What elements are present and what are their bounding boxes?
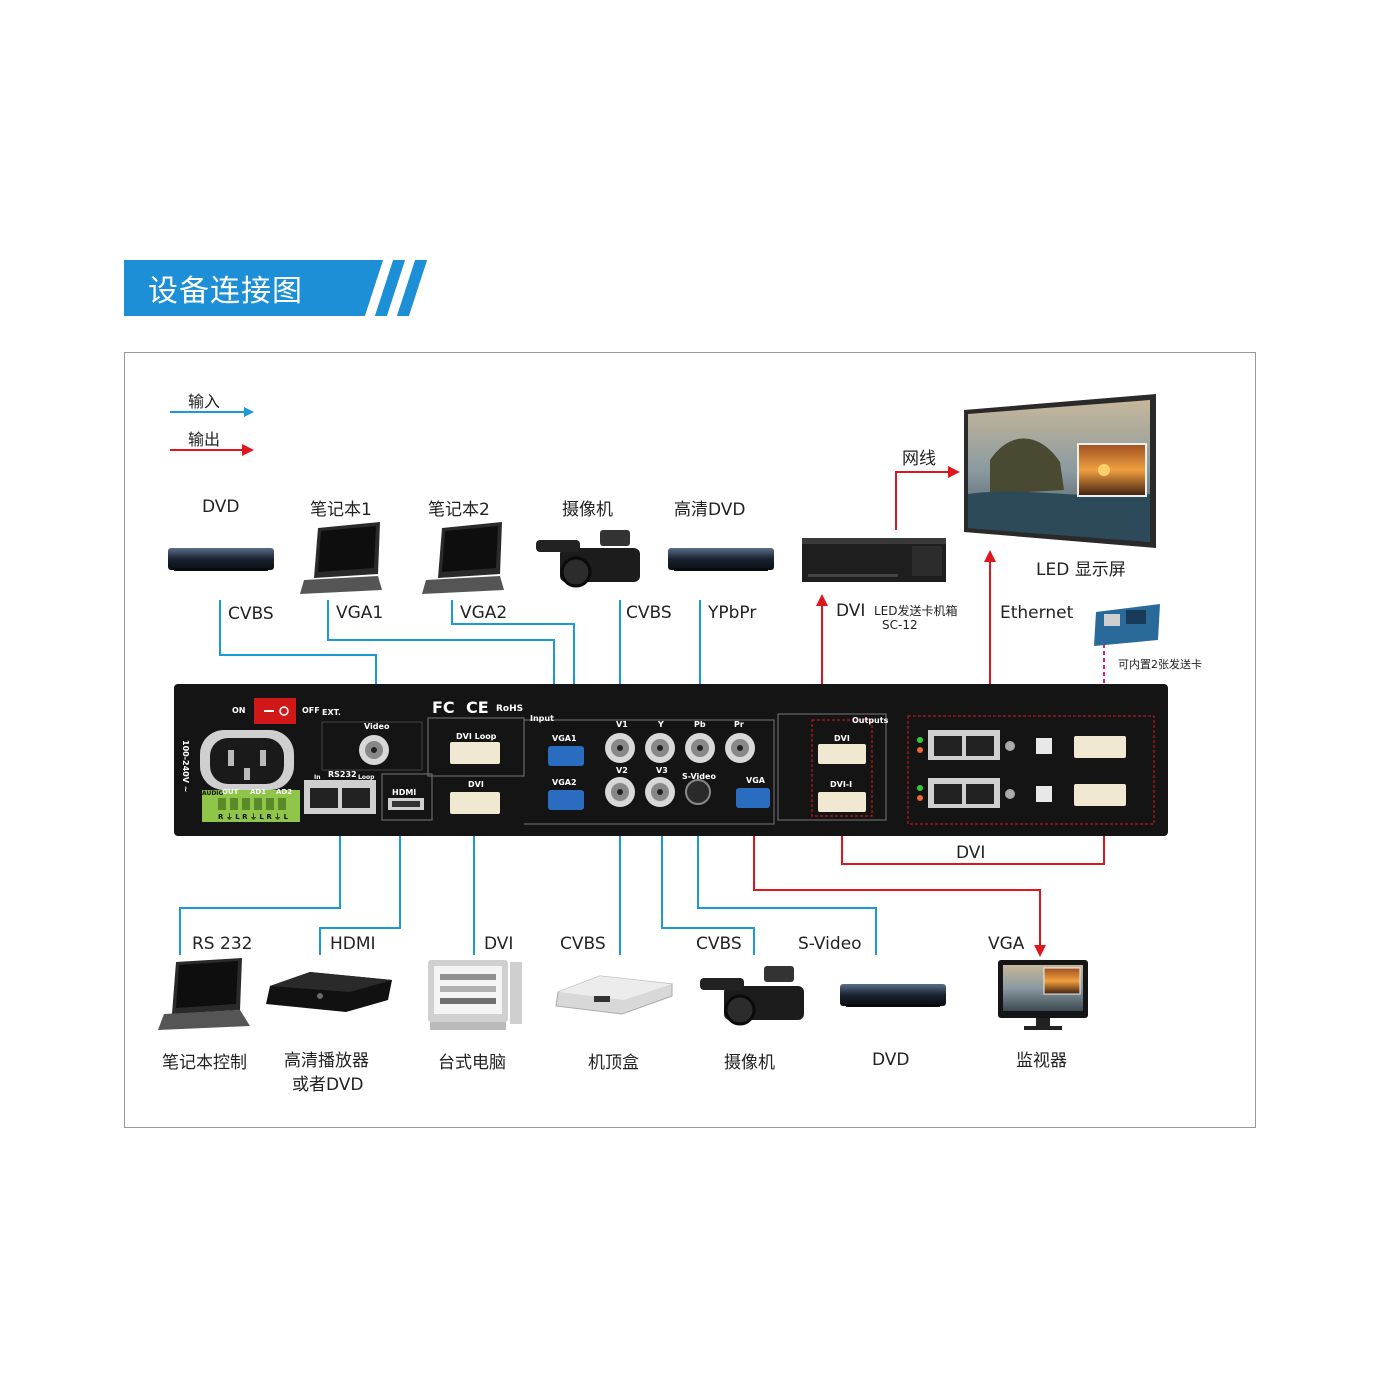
sender-card-icon [1094,604,1160,646]
panel-label-hdmi: HDMI [392,788,416,797]
laptop-icon [300,522,382,594]
dvi-in-port-icon [450,792,500,814]
sender-card-slot [917,730,1126,760]
legend-output-label: 输出 [188,426,220,450]
device-label-laptop2: 笔记本2 [428,495,490,520]
monitor-icon [998,960,1088,1030]
panel-label-power: 100-240V ~ [181,740,190,792]
dvi-out-port-icon [818,744,866,764]
sender-box-name: LED发送卡机箱 [874,602,958,619]
power-switch-icon [254,698,296,724]
device-label-dvd: DVD [202,497,240,517]
panel-label-dvi-loop: DVI Loop [456,732,496,741]
panel-label-pr: Pr [734,720,744,729]
signal-label-dvi: DVI [836,601,865,621]
vga-out-port-icon [736,788,770,808]
panel-label-vga2: VGA2 [552,778,577,787]
sender-card-slot [917,778,1126,808]
camcorder-icon [700,966,804,1024]
led-screen-icon [964,394,1156,548]
laptop-icon [422,522,504,594]
dvd-player-icon [840,984,946,1007]
device-label-dvd: DVD [872,1050,910,1070]
panel-label-rs232: RS232 [328,770,357,779]
device-label-hd-player: 高清播放器 [284,1046,369,1071]
network-cable-label: 网线 [902,444,936,469]
panel-label-out: OUT [222,788,238,796]
dvi-loop-port-icon [450,742,500,764]
signal-label-rs232: RS 232 [192,934,252,954]
panel-label-audio: AUDIO [202,790,224,797]
panel-label-pb: Pb [694,720,706,729]
panel-label-v3: V3 [656,766,668,775]
processor-rear-panel: ON OFF EXT. 100-240V ~ Video DVI Loop DV… [174,684,1168,836]
panel-label-svideo: S-Video [682,772,716,781]
signal-label-hdmi: HDMI [330,934,376,954]
panel-label-y: Y [658,720,664,729]
panel-label-ad1: AD1 [250,788,266,796]
device-label-hd-player-alt: 或者DVD [292,1070,364,1095]
panel-label-dvi-out: DVI [834,734,850,743]
vga1-port-icon [548,746,584,766]
panel-label-audio-pins: R ⏚ L R ⏚ L R ⏚ L [218,812,288,822]
vga2-port-icon [548,790,584,810]
laptop-icon [158,958,250,1030]
panel-label-dvi: DVI [468,780,484,789]
signal-label-ypbpr: YPbPr [708,603,756,623]
dvd-player-icon [168,548,274,571]
device-label-laptop-control: 笔记本控制 [162,1048,247,1073]
sender-box-icon [802,538,946,582]
ce-mark: CE [466,698,489,717]
dvi-i-out-port-icon [818,792,866,812]
device-label-camera: 摄像机 [562,495,613,520]
desktop-computer-icon [428,960,522,1030]
signal-label-vga: VGA [988,934,1024,954]
sender-box-model: SC-12 [882,618,918,632]
camcorder-icon [536,530,640,586]
card-note: 可内置2张发送卡 [1118,656,1202,672]
panel-label-v1: V1 [616,720,628,729]
signal-label-vga1: VGA1 [336,603,383,623]
panel-label-vga: VGA [746,776,765,785]
panel-label-vga1: VGA1 [552,734,577,743]
signal-label-cvbs: CVBS [560,934,606,954]
panel-label-in: In [314,774,321,781]
signal-label-svideo: S-Video [798,934,862,954]
device-label-led-screen: LED 显示屏 [1036,555,1126,580]
panel-label-input: Input [530,714,554,723]
wire-network [896,472,958,530]
panel-label-on: ON [232,706,246,715]
device-label-camera: 摄像机 [724,1048,775,1073]
fc-mark: FC [432,698,455,717]
signal-label-cvbs: CVBS [228,604,274,624]
panel-label-v2: V2 [616,766,628,775]
device-label-laptop1: 笔记本1 [310,495,372,520]
svideo-port-icon [686,780,710,804]
panel-label-video: Video [364,722,389,731]
panel-label-ad2: AD2 [276,788,292,796]
panel-label-off: OFF [302,706,320,715]
panel-label-dvi-i: DVI-I [830,780,852,789]
signal-label-vga2: VGA2 [460,603,507,623]
media-player-icon [266,972,392,1012]
signal-label-dvi-loop: DVI [956,843,985,863]
device-label-monitor: 监视器 [1016,1046,1067,1071]
panel-drawing [174,684,1168,836]
signal-label-cvbs: CVBS [626,603,672,623]
panel-label-outputs: Outputs [852,716,888,725]
dvd-player-icon [668,548,774,571]
signal-label-dvi: DVI [484,934,513,954]
device-label-stb: 机顶盒 [588,1048,639,1073]
device-label-desktop: 台式电脑 [438,1048,506,1073]
device-label-hd-dvd: 高清DVD [674,495,746,520]
legend-input-label: 输入 [188,388,220,412]
panel-label-ext: EXT. [322,708,341,717]
signal-label-ethernet: Ethernet [1000,603,1073,623]
rohs-mark: RoHS [496,704,523,714]
signal-label-cvbs: CVBS [696,934,742,954]
panel-label-loop: Loop [358,774,374,781]
set-top-box-icon [556,976,672,1014]
